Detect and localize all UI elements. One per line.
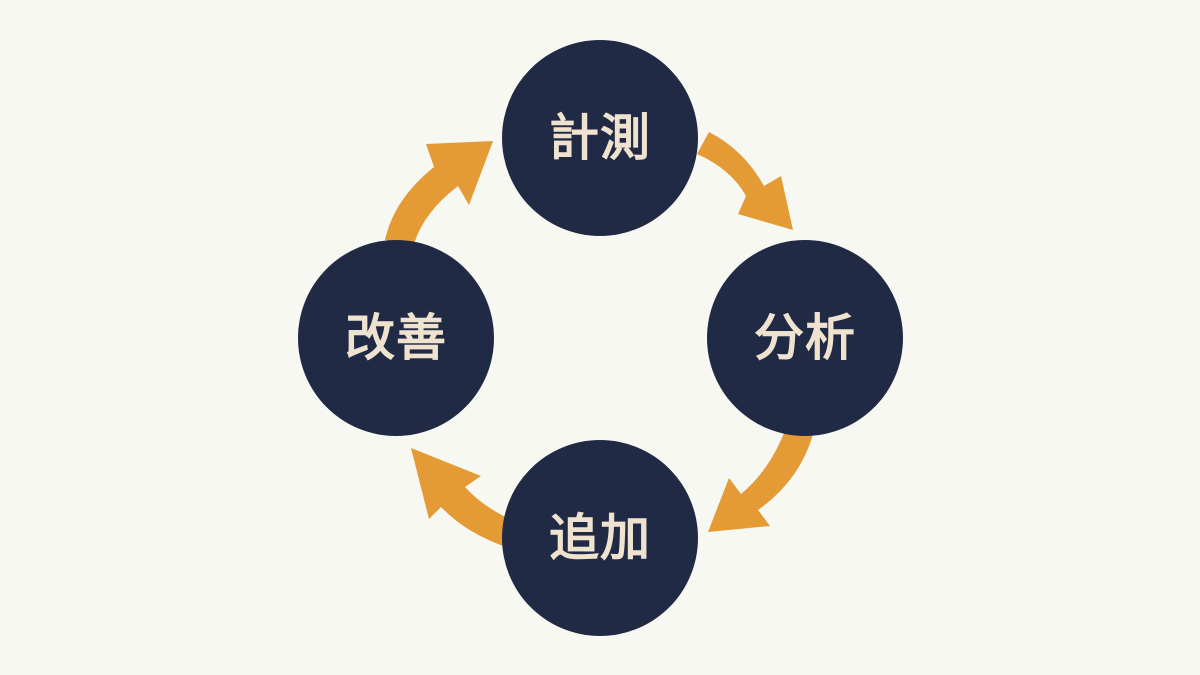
step-improve-label: 改善: [345, 309, 447, 367]
arrow-bottom-to-left: [411, 448, 512, 547]
arrow-right-to-bottom: [708, 428, 813, 532]
step-measure-label: 計測: [549, 109, 651, 167]
step-improve-node: 改善: [298, 240, 494, 436]
step-analyze-label: 分析: [754, 309, 856, 367]
arrow-top-to-right: [697, 132, 793, 230]
step-analyze-node: 分析: [707, 240, 903, 436]
step-add-label: 追加: [549, 509, 651, 567]
arrow-left-to-top: [385, 141, 493, 244]
step-add-node: 追加: [502, 440, 698, 636]
step-measure-node: 計測: [502, 40, 698, 236]
